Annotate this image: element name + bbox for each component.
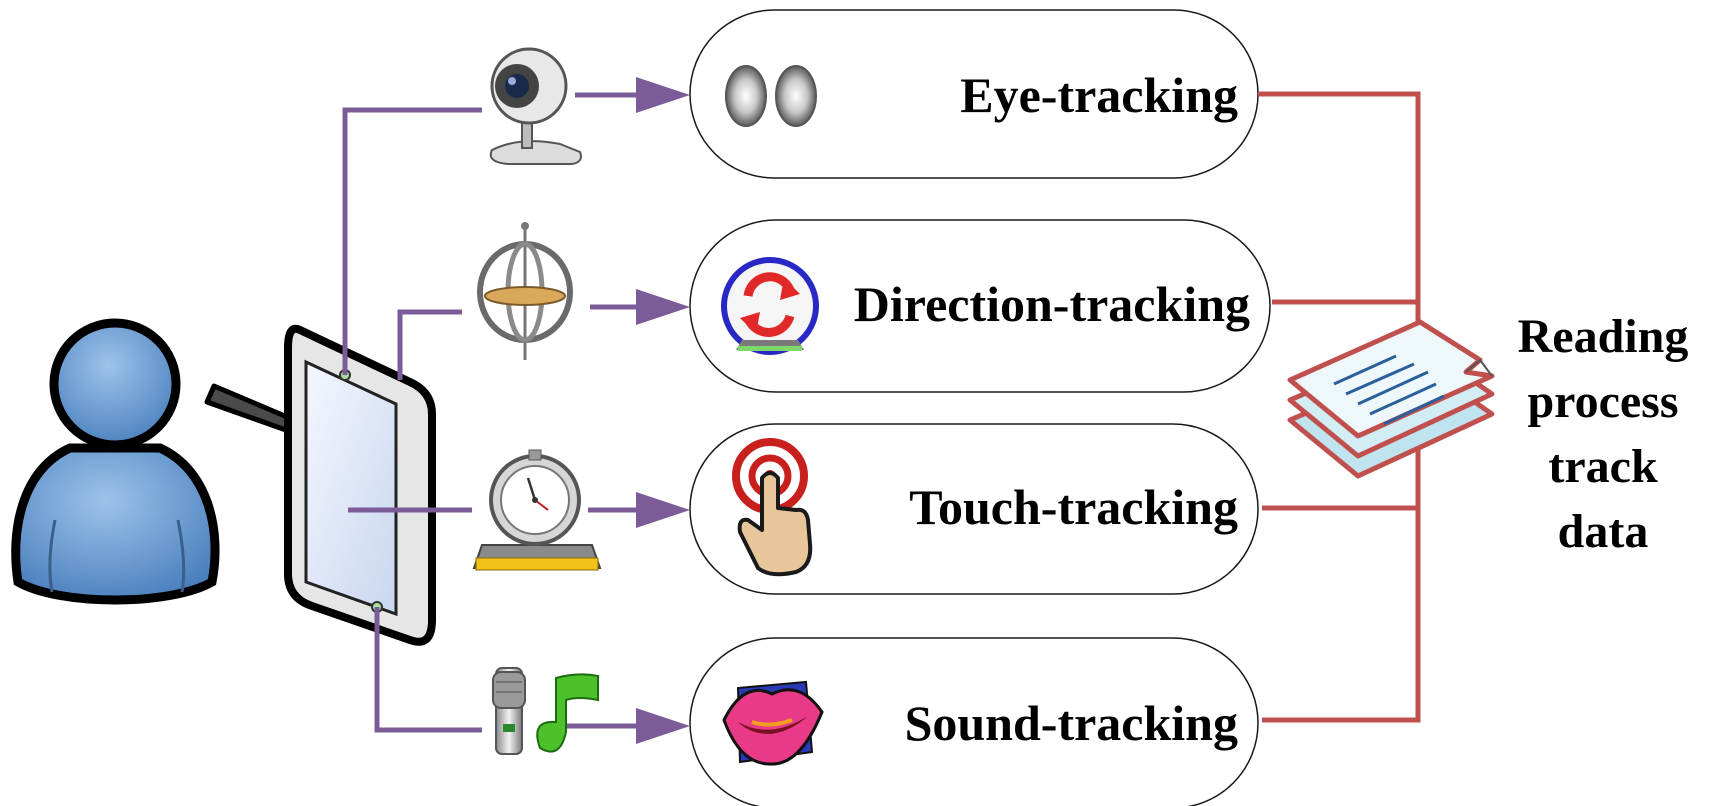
tracking-label-touch: Touch-tracking	[909, 479, 1238, 535]
eyes-icon	[725, 65, 817, 127]
output-line-4: data	[1558, 505, 1649, 558]
connector-eye-sensor	[342, 107, 482, 375]
tracking-box-touch: Touch-tracking	[689, 423, 1259, 595]
tracking-box-sound: Sound-tracking	[689, 637, 1259, 806]
tracking-label-sound: Sound-tracking	[905, 695, 1238, 751]
output-line-2: process	[1527, 375, 1678, 428]
microphone-icon	[492, 667, 599, 755]
lips-icon	[722, 680, 824, 766]
output-label: Reading process track data	[1518, 310, 1689, 558]
tablet-icon	[284, 324, 436, 646]
stopwatch-icon	[472, 449, 602, 571]
document-stack-icon	[1287, 319, 1495, 479]
tracking-label-direction: Direction-tracking	[854, 276, 1250, 332]
webcam-icon	[489, 47, 582, 165]
output-line-1: Reading	[1518, 310, 1689, 363]
user-icon	[11, 318, 220, 605]
sensor-connectors	[342, 107, 482, 733]
gyroscope-icon	[477, 222, 573, 360]
sensor-arrows	[565, 77, 690, 744]
tracking-box-direction: Direction-tracking	[689, 219, 1271, 393]
tracking-box-eye: Eye-tracking	[689, 9, 1259, 179]
connector-direction-sensor	[397, 309, 462, 380]
tracking-label-eye: Eye-tracking	[960, 67, 1238, 123]
connector-sound-sensor	[374, 607, 482, 733]
output-line-3: track	[1548, 440, 1658, 493]
finger-touch-icon	[732, 438, 813, 577]
rotate-icon	[721, 257, 819, 355]
